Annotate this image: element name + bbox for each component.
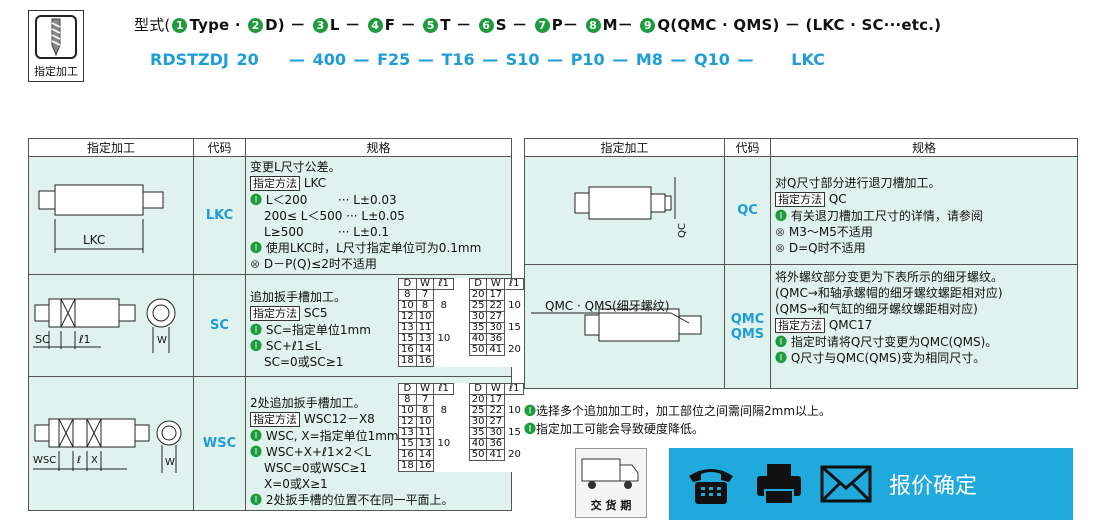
qc-diagram: QC: [524, 156, 725, 265]
left-spec-table: 指定加工 代码 规格 LKC LKC 变更L尺寸公差。 指定方法 LKC 🅘 L…: [28, 138, 525, 511]
col-header-spec-r: 规格: [770, 138, 1078, 157]
w-dim-label: W: [157, 335, 167, 346]
sc-diagram: SC ℓ1 W: [28, 274, 194, 377]
qmc-diagram: QMC · QMS(细牙螺纹): [524, 264, 725, 389]
not-applicable-icon: ⊗: [250, 257, 261, 271]
row-wsc: WSC ℓ X W WSC 2处追加扳手槽加工。 指定方法 WSC12－X8 🅘…: [28, 376, 525, 511]
info-icon: 🅘: [250, 193, 263, 207]
wsc-dim-label: WSC: [33, 455, 57, 466]
x-dim-label: X: [91, 455, 98, 466]
spec-wsc: 2处追加扳手槽加工。 指定方法 WSC12－X8 🅘 WSC, X=指定单位1m…: [245, 376, 525, 511]
spec-sc: 追加扳手槽加工。 指定方法 SC5 🅘 SC=指定单位1mm 🅘 SC+ℓ1≤L…: [245, 274, 525, 377]
wsc-l-dim-label: ℓ: [77, 455, 82, 466]
col-header-process: 指定加工: [28, 138, 194, 157]
info-icon: 🅘: [250, 241, 263, 255]
spec-icon: 指定加工: [28, 10, 84, 82]
size-table-header: ℓ1: [433, 278, 454, 290]
mail-icon[interactable]: [819, 462, 873, 506]
wsc-diagram: WSC ℓ X W: [28, 376, 194, 511]
size-table-header: D: [468, 383, 488, 395]
code-qc: QC: [724, 156, 771, 265]
size-table-header: ℓ1: [433, 383, 454, 395]
size-table-header: W: [486, 383, 506, 395]
code-wsc: WSC: [193, 376, 246, 511]
note-2: 🅘指定加工可能会导致硬度降低。: [524, 422, 705, 436]
size-table-header: D: [468, 278, 488, 290]
l1-dim-label: ℓ1: [79, 333, 91, 346]
row-lkc: LKC LKC 变更L尺寸公差。 指定方法 LKC 🅘 L＜200 ··· L±…: [28, 156, 512, 275]
col-header-spec: 规格: [245, 138, 512, 157]
lkc-diagram: LKC: [28, 156, 194, 275]
size-table-header: ℓ1: [504, 278, 525, 290]
example-code: RDSTZDJ 20 — 400 — F25 — T16 — S10 — P10…: [150, 50, 825, 69]
row-qc: QC QC 对Q尺寸部分进行退刀槽加工。 指定方法 QC 🅘 有关退刀槽加工尺寸…: [524, 156, 1078, 265]
code-lkc: LKC: [193, 156, 246, 275]
delivery-button[interactable]: 交 货 期: [575, 448, 647, 518]
spec-qmc-qms: 将外螺纹部分变更为下表所示的细牙螺纹。 (QMC→和轴承螺帽的细牙螺纹螺距相对应…: [770, 264, 1078, 389]
quote-confirm-button[interactable]: 报价确定: [889, 474, 978, 499]
wsc-w-dim-label: W: [165, 457, 175, 468]
right-spec-table: 指定加工 代码 规格 QC QC 对Q尺寸部分进行退刀槽加工。 指定方法 QC …: [524, 138, 1078, 389]
row-sc: SC ℓ1 W SC 追加扳手槽加工。 指定方法 SC5 🅘 SC=指定单位1m…: [28, 274, 525, 377]
icon-caption: 指定加工: [34, 65, 78, 78]
lkc-dim-label: LKC: [83, 233, 106, 247]
size-table-header: D: [398, 383, 417, 395]
quote-bar: 报价确定: [669, 448, 1073, 520]
col-header-process-r: 指定加工: [524, 138, 725, 157]
col-header-code: 代码: [193, 138, 246, 157]
row-qmc-qms: QMC · QMS(细牙螺纹) QMC QMS 将外螺纹部分变更为下表所示的细牙…: [524, 264, 1078, 389]
drill-bit-icon: [35, 15, 77, 59]
note-1: 🅘选择多个追加加工时，加工部位之间需间隔2mm以上。: [524, 404, 832, 418]
size-table-header: ℓ1: [504, 383, 525, 395]
sc-dim-label: SC: [35, 333, 50, 346]
qc-dim-label: QC: [677, 223, 688, 238]
truck-icon: [581, 458, 639, 489]
spec-qc: 对Q尺寸部分进行退刀槽加工。 指定方法 QC 🅘 有关退刀槽加工尺寸的详情，请参…: [770, 156, 1078, 265]
spec-lkc: 变更L尺寸公差。 指定方法 LKC 🅘 L＜200 ··· L±0.03 200…: [245, 156, 512, 275]
phone-icon[interactable]: [685, 462, 737, 506]
qmc-dim-label: QMC · QMS(细牙螺纹): [545, 299, 670, 313]
code-sc: SC: [193, 274, 246, 377]
col-header-code-r: 代码: [724, 138, 771, 157]
delivery-label: 交 货 期: [590, 499, 632, 512]
size-table-header: W: [415, 278, 435, 290]
size-table-header: W: [486, 278, 506, 290]
code-qmc-qms: QMC QMS: [724, 264, 771, 389]
size-table-header: W: [415, 383, 435, 395]
size-table-header: D: [398, 278, 417, 290]
fax-icon[interactable]: [753, 462, 805, 506]
